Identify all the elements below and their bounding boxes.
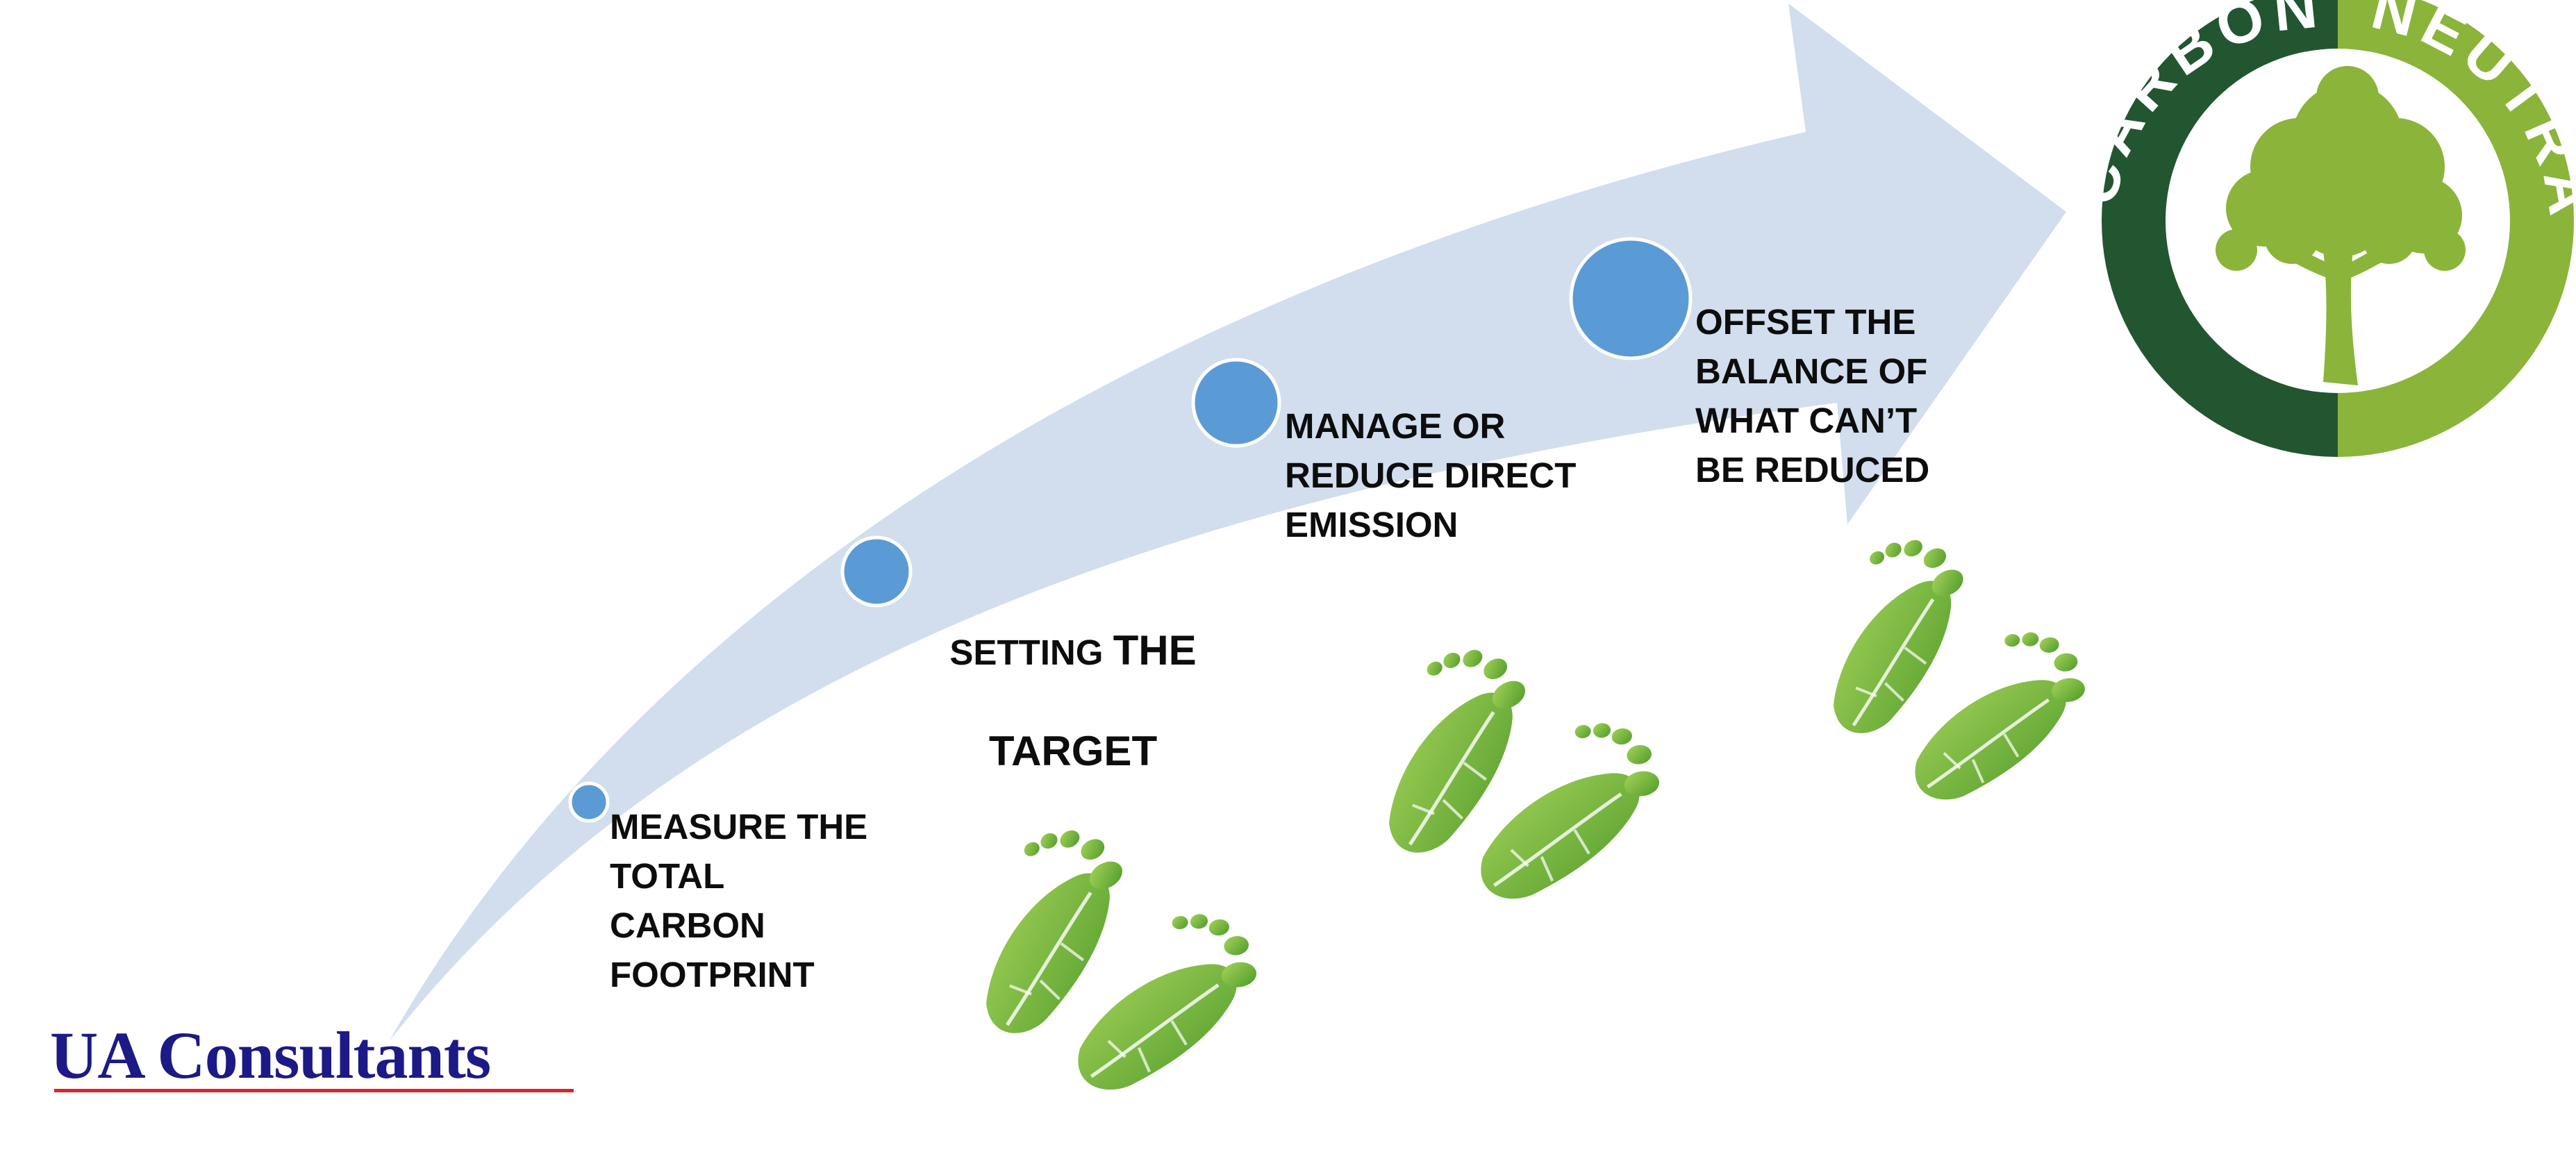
step-dot-2 [840, 535, 913, 608]
step-label-2-part2: THE [1113, 627, 1197, 674]
step-label-2: SETTING THE TARGET [945, 576, 1202, 778]
step-label-3: MANAGE OR REDUCE DIRECT EMISSION [1285, 406, 1577, 544]
step-dot-1 [568, 781, 610, 823]
logo-underline [54, 1089, 574, 1092]
company-logo-text: UA Consultants [50, 1018, 491, 1092]
step-label-4: OFFSET THE BALANCE OF WHAT CAN’T BE REDU… [1695, 302, 1930, 490]
step-dot-3 [1191, 358, 1281, 448]
step-label-2-part1: SETTING [949, 633, 1113, 672]
company-logo: UA Consultants [50, 1021, 578, 1104]
step-label-1: MEASURE THE TOTAL CARBON FOOTPRINT [610, 807, 868, 994]
step-dot-4 [1569, 237, 1693, 360]
step-label-2-part3: TARGET [988, 728, 1158, 774]
tree-icon [2216, 66, 2466, 385]
